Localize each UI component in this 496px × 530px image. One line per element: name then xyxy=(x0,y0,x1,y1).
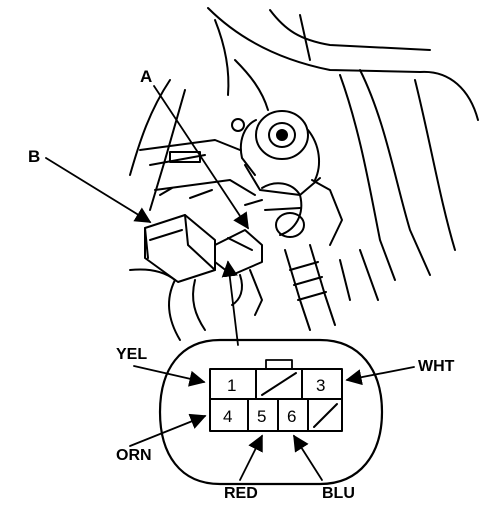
wire-orn-leader xyxy=(129,413,207,447)
pin-3-number: 3 xyxy=(316,376,325,395)
wire-wht-label: WHT xyxy=(418,358,455,375)
callout-b-leader xyxy=(45,157,152,223)
pin-1-number: 1 xyxy=(227,376,236,395)
pin-5-number: 5 xyxy=(257,407,266,426)
wire-blu-leader xyxy=(293,434,323,481)
wire-yel-label: YEL xyxy=(116,346,147,363)
wire-orn-label: ORN xyxy=(116,447,152,464)
pin-2-empty-mark xyxy=(261,372,297,396)
pin-4-number: 4 xyxy=(223,407,232,426)
locking-tab xyxy=(265,359,293,370)
steering-column-illustration xyxy=(129,7,479,341)
wire-yel-leader xyxy=(133,365,206,387)
wire-red-leader xyxy=(239,434,263,481)
callout-a-leader xyxy=(153,85,249,230)
callout-b-label: B xyxy=(28,147,40,166)
pin-7-cavity xyxy=(307,398,343,432)
pin-7-empty-mark xyxy=(313,403,338,428)
pin-6-number: 6 xyxy=(287,407,296,426)
callout-a-label: A xyxy=(140,67,152,86)
wire-wht-leader xyxy=(345,366,415,386)
wire-red-label: RED xyxy=(224,485,258,502)
connector-outline xyxy=(158,338,384,486)
connector-view-pointer xyxy=(221,260,239,346)
connector-face-view: 1 3 4 5 6 xyxy=(158,338,384,486)
wire-blu-label: BLU xyxy=(322,485,355,502)
